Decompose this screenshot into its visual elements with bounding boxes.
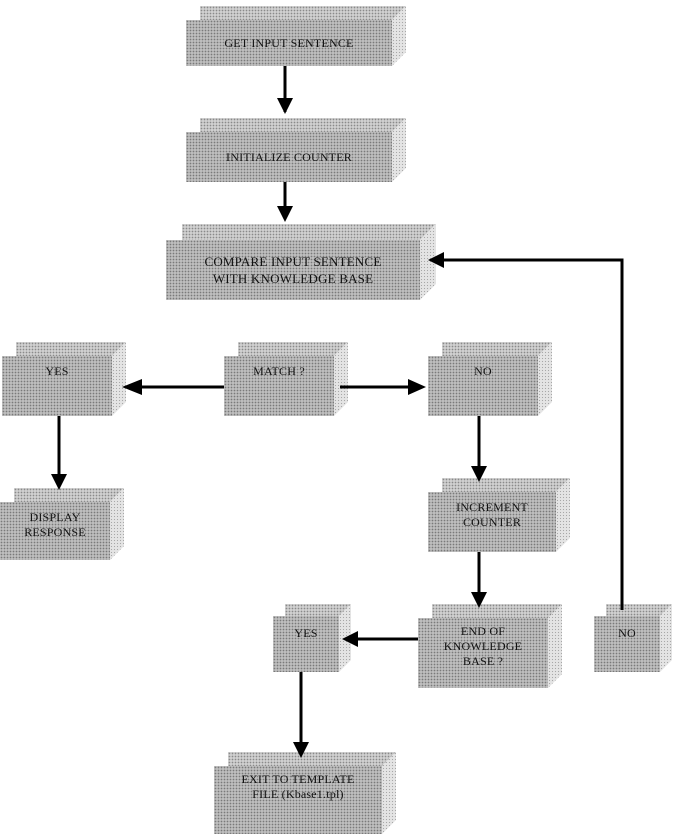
- arrowhead: [293, 742, 309, 758]
- arrowhead: [342, 631, 358, 647]
- node-label: EXIT TO TEMPLATE FILE (Kbase1.tpl): [241, 772, 355, 801]
- node-label: NO: [618, 626, 636, 640]
- arrowhead: [428, 252, 444, 268]
- node-exit-to-template-file: EXIT TO TEMPLATE FILE (Kbase1.tpl): [214, 752, 396, 834]
- arrowhead: [51, 474, 67, 490]
- node-label: GET INPUT SENTENCE: [224, 35, 354, 50]
- node-label: COMPARE INPUT SENTENCE WITH KNOWLEDGE BA…: [204, 254, 382, 286]
- node-initialize-counter: INITIALIZE COUNTER: [186, 118, 406, 182]
- node-match-decision: MATCH ?: [224, 342, 348, 416]
- node-label: INITIALIZE COUNTER: [226, 149, 352, 164]
- arrowhead: [277, 206, 293, 222]
- node-no-match: NO: [428, 342, 552, 416]
- node-label: DISPLAY RESPONSE: [24, 510, 86, 539]
- node-label: NO: [474, 364, 492, 378]
- node-display-response: DISPLAY RESPONSE: [0, 488, 124, 560]
- node-label: YES: [294, 626, 318, 640]
- node-label: INCREMENT COUNTER: [456, 500, 528, 529]
- node-end-of-knowledge-base-decision: END OF KNOWLEDGE BASE ?: [418, 604, 562, 688]
- node-yes-match: YES: [2, 342, 126, 416]
- node-label: MATCH ?: [253, 364, 305, 378]
- arrowhead: [408, 379, 426, 395]
- node-get-input-sentence: GET INPUT SENTENCE: [186, 6, 406, 66]
- arrow-no-loop-back-to-compare: [440, 258, 624, 610]
- arrowhead: [122, 379, 142, 395]
- node-no-end-of-knowledge-base: NO: [594, 604, 672, 672]
- node-yes-end-of-knowledge-base: YES: [273, 604, 351, 672]
- node-label: YES: [45, 364, 69, 378]
- arrowhead: [471, 466, 487, 482]
- arrowhead: [277, 98, 293, 114]
- node-compare-input-sentence: COMPARE INPUT SENTENCE WITH KNOWLEDGE BA…: [166, 224, 436, 300]
- arrowhead: [471, 592, 487, 608]
- node-label: END OF KNOWLEDGE BASE ?: [443, 624, 523, 668]
- node-increment-counter: INCREMENT COUNTER: [428, 478, 570, 552]
